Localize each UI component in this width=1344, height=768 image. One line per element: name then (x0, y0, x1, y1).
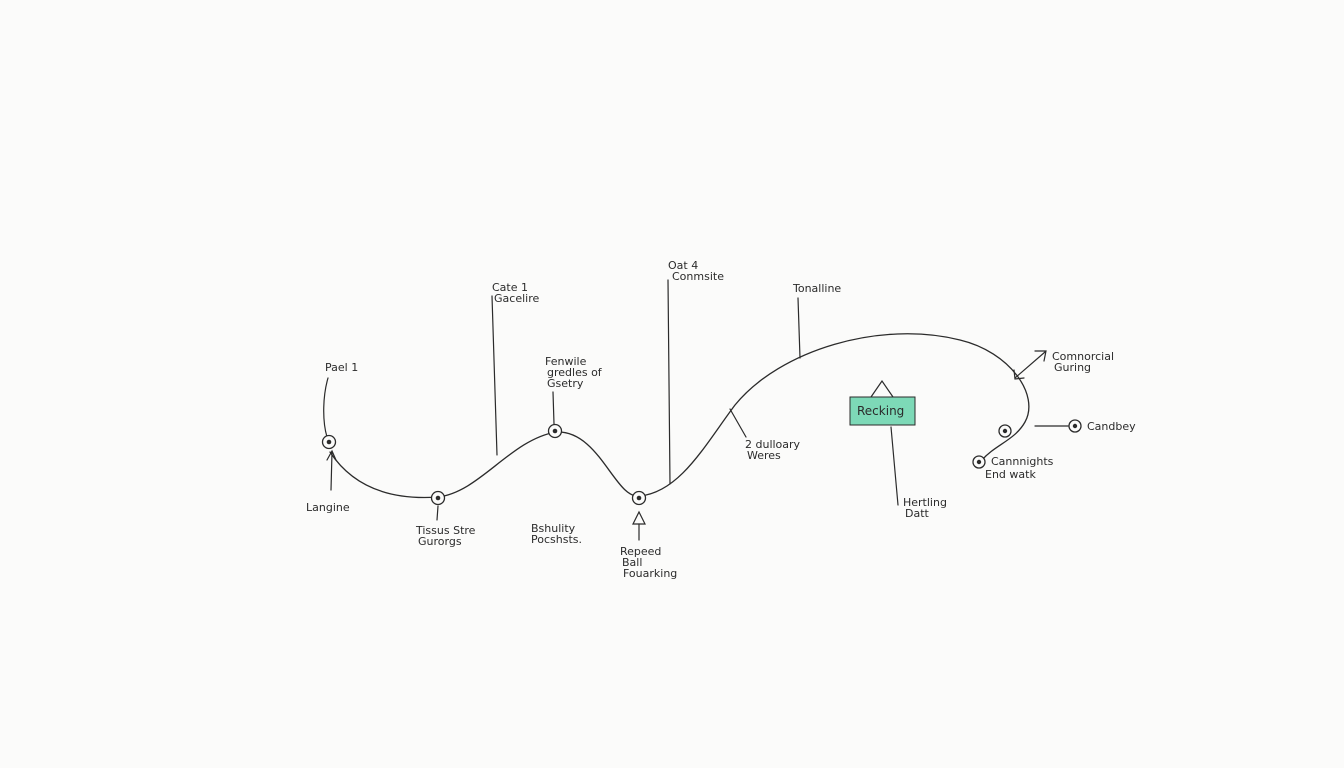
oat-label-1: Oat 4 (668, 259, 698, 272)
commercial-arrowhead-icon (1034, 350, 1047, 362)
gate-connector (491, 295, 498, 456)
recking-box[interactable] (849, 396, 916, 426)
candbey-label: Candbey (1087, 420, 1136, 433)
commercial-arrow (1014, 351, 1046, 379)
oat-label-2: Conmsite (672, 270, 724, 283)
fenwile-node-icon[interactable] (547, 423, 563, 439)
commercial-label-1: Comnorcial (1052, 350, 1114, 363)
tonaline-connector (797, 297, 801, 359)
fenwile-label-1: Fenwile (545, 355, 587, 368)
tissue-node-icon[interactable] (430, 490, 446, 506)
recking-label: Recking (857, 404, 904, 418)
commercial-label-2: Guring (1054, 361, 1091, 374)
repeed-label-2: Ball (622, 556, 642, 569)
fenwile-label-2: gredles of (547, 366, 603, 379)
deliberry-label-2: Weres (747, 449, 781, 462)
langine-arrowhead-icon (326, 449, 337, 461)
bshulity-label-1: Bshulity (531, 522, 576, 535)
inner-node-icon[interactable] (998, 424, 1012, 438)
bshulity-label-2: Pocshsts. (531, 533, 582, 546)
gate-label-2: Gacelire (494, 292, 539, 305)
peel-node-icon[interactable] (321, 434, 337, 450)
langine-label: Langine (306, 501, 350, 514)
hertling-connector (890, 426, 899, 506)
tonaline-label: Tonalline (792, 282, 841, 295)
fenwile-label-3: Gsetry (547, 377, 584, 390)
gate-label-1: Cate 1 (492, 281, 528, 294)
deliberry-connector (729, 408, 747, 438)
tissue-label-1: Tissus Stre (415, 524, 476, 537)
peel-connector (323, 377, 329, 438)
hertling-label-1: Hertling (903, 496, 947, 509)
peel-label: Pael 1 (325, 361, 358, 374)
repeed-node-icon[interactable] (631, 490, 647, 506)
cannings-label-2: End watk (985, 468, 1036, 481)
cannings-node-icon[interactable] (972, 455, 986, 469)
langine-arrow (330, 451, 333, 491)
tissue-label-2: Gurorgs (418, 535, 462, 548)
fenwile-connector (552, 391, 555, 425)
hertling-label-2: Datt (905, 507, 930, 520)
repeed-arrow-up-icon (632, 510, 646, 525)
oat-connector (667, 279, 671, 485)
deliberry-label-1: 2 dulloary (745, 438, 801, 451)
commercial-tail-icon (1013, 369, 1025, 380)
cannings-label-1: Cannnights (991, 455, 1054, 468)
recking-caret-icon (870, 379, 894, 398)
tissue-connector (436, 505, 439, 521)
repeed-label-3: Fouarking (623, 567, 677, 580)
candbey-node-icon[interactable] (1068, 419, 1082, 433)
timeline-curve (329, 333, 1030, 499)
repeed-label-1: Repeed (620, 545, 661, 558)
